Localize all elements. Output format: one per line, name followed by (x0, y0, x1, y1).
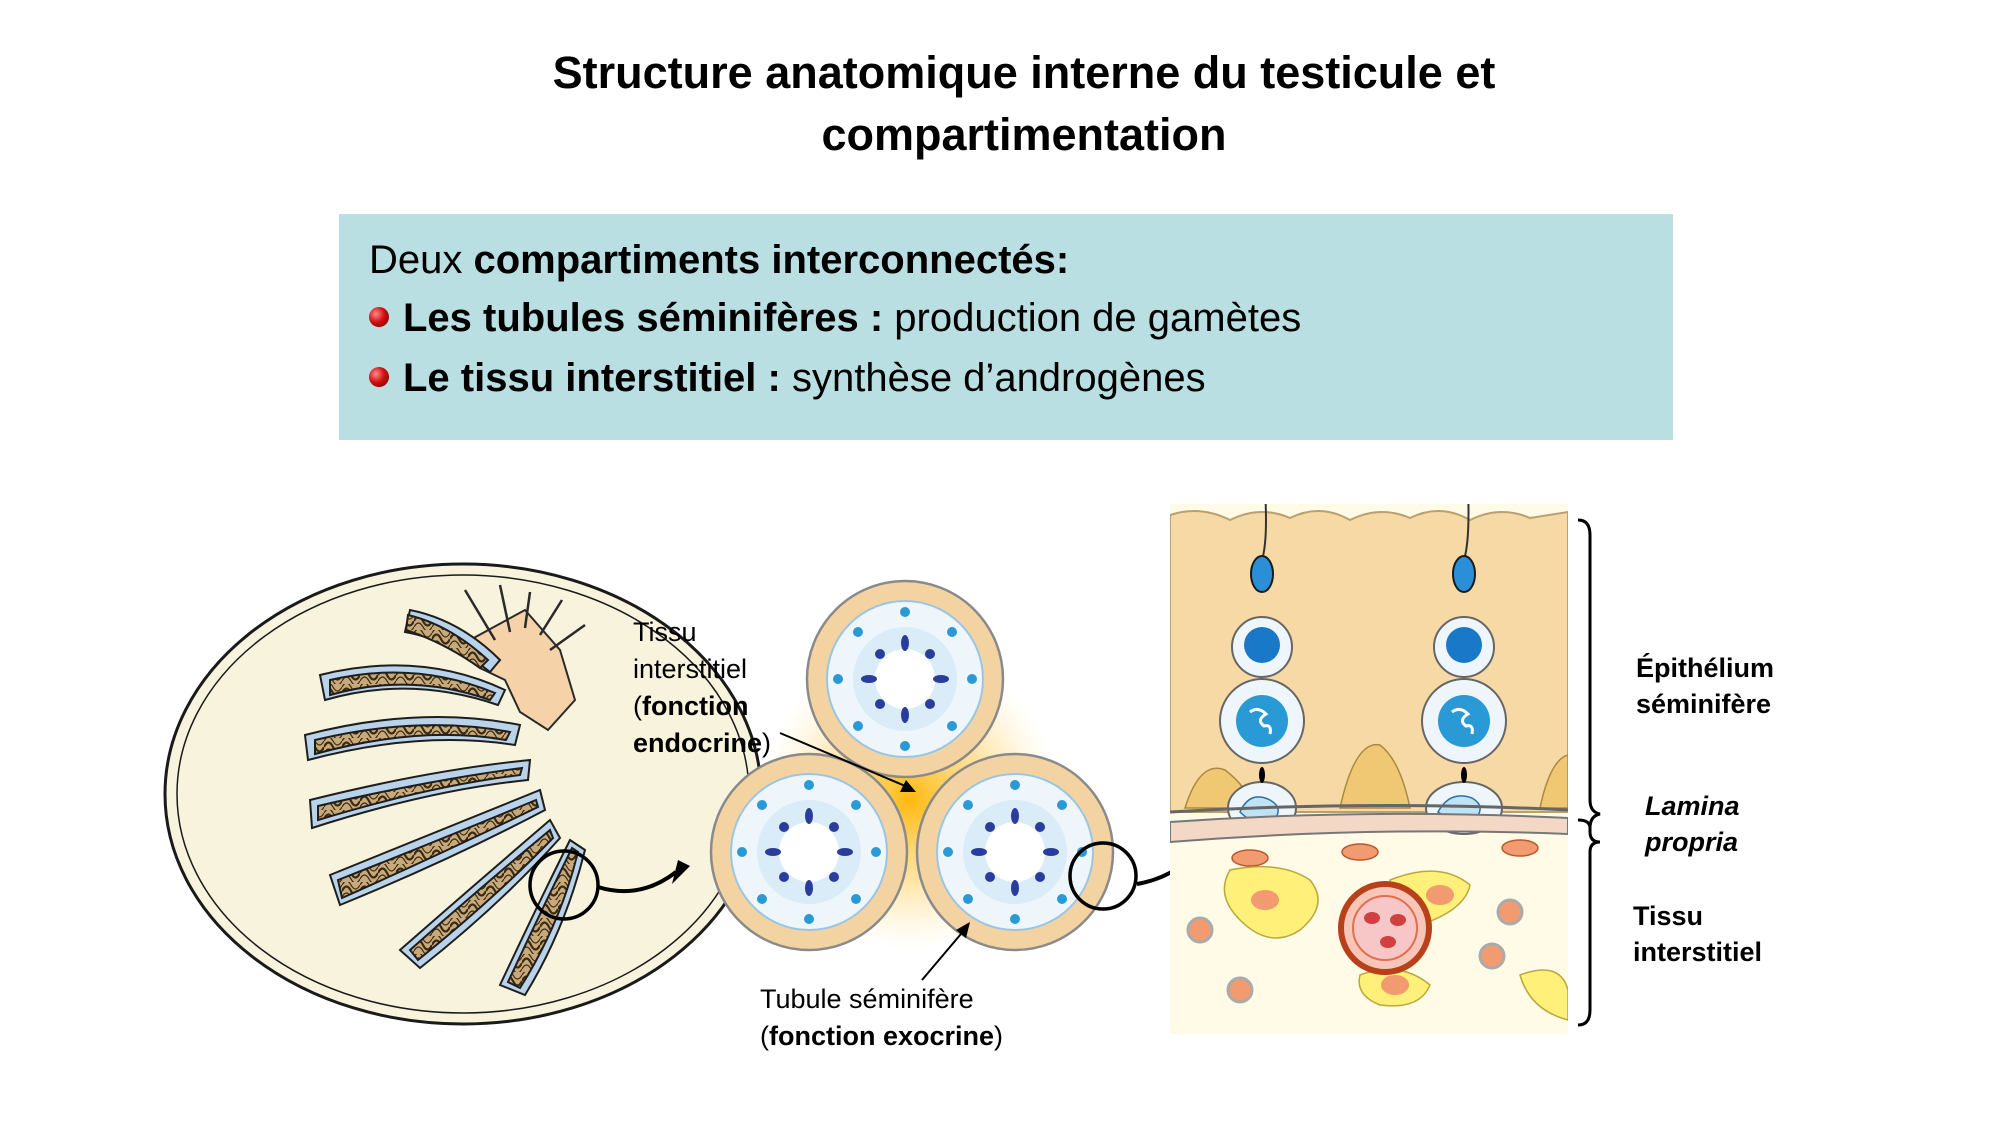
tubule-wall-detail (1170, 504, 1568, 1034)
label-line: (fonction exocrine) (760, 1018, 1003, 1055)
braces (1577, 518, 1601, 1027)
info-intro-bold: compartiments interconnectés: (473, 238, 1070, 282)
paren: ) (762, 728, 772, 758)
bullet-icon (369, 367, 389, 387)
label-line: Tubule séminifère (760, 984, 974, 1014)
label-tissu-interstitiel-right: Tissu interstitiel (1633, 898, 1762, 970)
label-line: Tissu (1633, 901, 1704, 931)
label-line: interstitiel (1633, 937, 1763, 967)
tubule-top (805, 579, 1005, 779)
title-line-2: compartimentation (821, 109, 1227, 160)
bullet-tissu-bold: Le tissu interstitiel : (403, 356, 781, 400)
label-line: interstitiel (633, 654, 748, 684)
tubule-left (709, 752, 909, 952)
label-line: Épithélium (1636, 653, 1775, 683)
label-epithelium: Épithélium séminifère (1636, 650, 1774, 722)
label-bold: endocrine (633, 728, 763, 758)
label-line: endocrine) (633, 725, 771, 762)
paren: ( (633, 691, 642, 721)
info-bullet-tubules: Les tubules séminifères : production de … (369, 296, 1301, 341)
germ-cell-column (1421, 504, 1507, 835)
label-lamina-propria: Lamina propria (1645, 788, 1740, 860)
tubule-right (915, 752, 1115, 952)
label-line: séminifère (1636, 689, 1772, 719)
label-bold: fonction exocrine (769, 1021, 995, 1051)
info-intro-text: Deux (369, 238, 474, 282)
paren: ) (994, 1021, 1004, 1051)
info-box: Deux compartiments interconnectés: Les t… (339, 214, 1673, 440)
info-bullet-tissu: Le tissu interstitiel : synthèse d’andro… (369, 356, 1206, 401)
label-tissu-interstitiel: Tissu interstitiel (fonction endocrine) (633, 614, 771, 762)
label-tubule-seminifere: Tubule séminifère (fonction exocrine) (760, 981, 1003, 1055)
tubules-cluster (709, 579, 1190, 981)
bullet-tubules-text: production de gamètes (883, 296, 1302, 340)
title-line-1: Structure anatomique interne du testicul… (552, 47, 1496, 98)
paren: ( (760, 1021, 769, 1051)
label-bold: fonction (642, 691, 749, 721)
testis-section (163, 562, 763, 1026)
bullet-tubules-bold: Les tubules séminifères : (403, 296, 884, 340)
slide-title: Structure anatomique interne du testicul… (0, 42, 2000, 166)
bullet-tissu-text: synthèse d’androgènes (780, 356, 1206, 400)
info-intro-line: Deux compartiments interconnectés: (369, 238, 1069, 283)
bullet-icon (369, 307, 389, 327)
label-line: (fonction (633, 688, 771, 725)
label-line: Lamina (1645, 791, 1740, 821)
label-line: propria (1645, 827, 1739, 857)
label-line: Tissu (633, 617, 697, 647)
